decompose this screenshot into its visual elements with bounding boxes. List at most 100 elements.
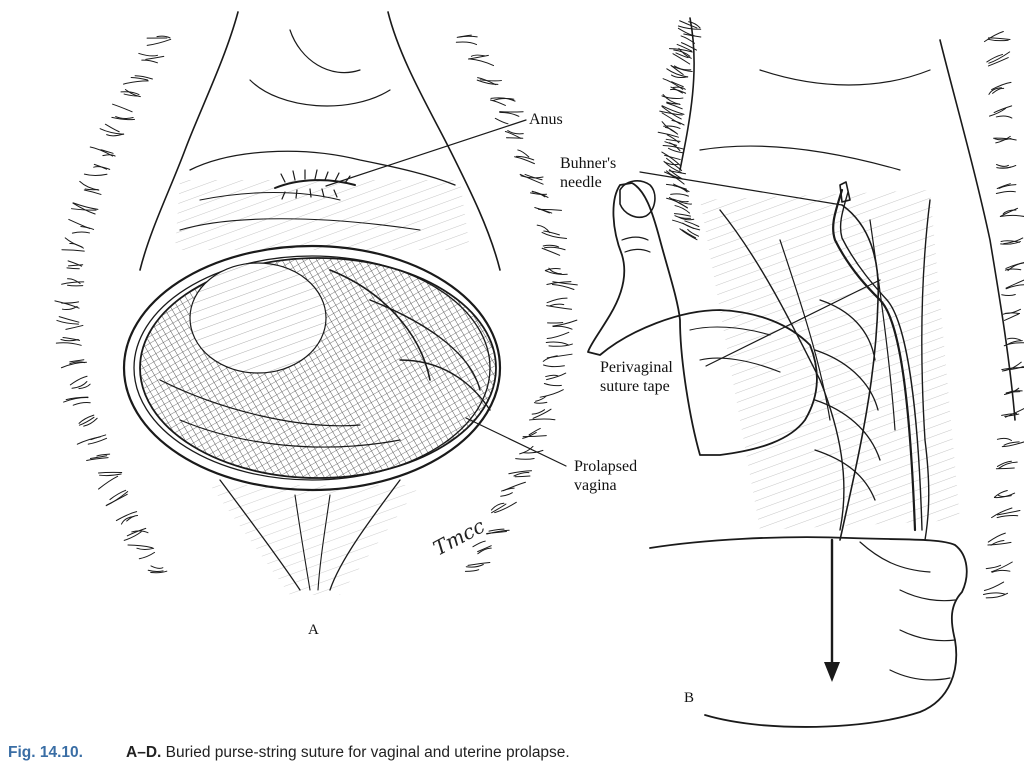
- hair-stroke: [993, 490, 1008, 498]
- panel-a-drawing: Tmcc: [54, 11, 578, 595]
- hair-stroke: [93, 163, 108, 170]
- hair-stroke: [504, 130, 522, 139]
- hair-stroke: [995, 190, 1016, 194]
- hair-stroke: [674, 215, 692, 219]
- hair-stroke: [991, 569, 1011, 573]
- traction-arrow: [824, 538, 840, 682]
- hair-stroke: [78, 383, 91, 390]
- hair-stroke: [996, 515, 1019, 519]
- hair-stroke: [477, 545, 492, 553]
- hair-stroke: [145, 55, 165, 60]
- hair-stroke: [673, 49, 691, 57]
- hair-stroke: [680, 42, 697, 51]
- hair-stroke: [1001, 412, 1018, 416]
- hair-stroke: [84, 188, 99, 191]
- hair-stroke: [112, 103, 133, 113]
- hair-stroke: [661, 151, 682, 167]
- hair-stroke: [1003, 342, 1024, 347]
- hair-stroke: [1001, 293, 1016, 297]
- hair-stroke: [529, 418, 556, 421]
- hair-stroke: [987, 57, 1009, 67]
- hair-stroke: [987, 541, 1012, 546]
- hair-stroke: [513, 472, 530, 477]
- hair-stroke: [486, 531, 507, 535]
- hair-stroke: [668, 48, 693, 53]
- hair-stroke: [544, 268, 561, 271]
- hair-stroke: [109, 489, 127, 501]
- hair-stroke: [997, 510, 1021, 516]
- hair-stroke: [79, 180, 100, 191]
- hair-stroke: [543, 364, 565, 368]
- hair-stroke: [988, 107, 1007, 117]
- label-buhners-line2: needle: [560, 174, 602, 191]
- hair-stroke: [69, 361, 86, 365]
- hair-stroke: [992, 87, 1005, 94]
- hair-stroke: [131, 530, 149, 534]
- hair-stroke: [514, 475, 531, 478]
- hair-stroke: [661, 95, 684, 99]
- hair-stroke: [72, 202, 99, 210]
- hair-stroke: [541, 247, 561, 256]
- hair-stroke: [76, 436, 101, 445]
- label-perivaginal-line1: Perivaginal: [600, 359, 673, 376]
- hair-stroke: [61, 301, 80, 304]
- hair-stroke: [673, 183, 687, 190]
- hair-stroke: [138, 551, 156, 560]
- hair-stroke: [126, 527, 147, 537]
- hair-stroke: [476, 79, 499, 85]
- hair-stroke: [60, 361, 87, 369]
- panel-label-b: B: [684, 690, 694, 706]
- hair-stroke: [134, 75, 153, 80]
- leader-line-anus: [325, 119, 527, 187]
- lower-hand: [649, 536, 968, 728]
- hair-stroke: [136, 547, 155, 551]
- hair-stroke: [98, 471, 123, 474]
- leader-line-perivaginal-tape: [705, 279, 881, 367]
- label-perivaginal-line2: suture tape: [600, 378, 670, 395]
- upper-hand: [587, 180, 818, 456]
- hair-stroke: [534, 206, 550, 214]
- hair-stroke: [62, 337, 81, 341]
- hair-stroke: [543, 230, 560, 236]
- hair-stroke: [688, 21, 701, 29]
- hair-stroke: [64, 237, 83, 248]
- hair-stroke: [138, 52, 159, 57]
- hair-stroke: [1006, 337, 1021, 341]
- hair-stroke: [522, 449, 544, 454]
- figure-caption: Fig. 14.10.A–D. Buried purse-string sutu…: [8, 744, 570, 762]
- hair-stroke: [668, 142, 681, 152]
- hair-stroke: [520, 175, 544, 179]
- hair-stroke: [1004, 407, 1024, 418]
- hair-stroke: [500, 492, 513, 497]
- hair-stroke: [997, 494, 1012, 497]
- panel-label-a: A: [308, 622, 319, 638]
- hair-stroke: [102, 154, 116, 157]
- hair-stroke: [69, 242, 84, 249]
- hair-stroke: [66, 267, 80, 270]
- hair-stroke: [83, 173, 108, 176]
- hair-stroke: [58, 316, 80, 323]
- hair-stroke: [544, 246, 566, 251]
- hair-stroke: [465, 564, 484, 568]
- hair-stroke: [98, 475, 119, 490]
- hair-stroke: [56, 319, 79, 325]
- hair-stroke: [1005, 391, 1021, 394]
- hair-stroke: [67, 264, 84, 267]
- hair-stroke: [1005, 284, 1024, 290]
- figure-caption-text: Buried purse-string suture for vaginal a…: [165, 744, 570, 761]
- hair-stroke: [522, 435, 547, 438]
- hair-stroke: [115, 116, 134, 119]
- hair-stroke: [983, 31, 1004, 43]
- hair-stroke: [666, 101, 680, 105]
- hair-stroke: [123, 531, 142, 541]
- hair-stroke: [662, 78, 684, 90]
- hair-stroke: [996, 183, 1011, 190]
- hair-stroke: [528, 427, 541, 436]
- hair-stroke: [664, 171, 685, 185]
- label-prolapsed-line1: Prolapsed: [574, 458, 637, 475]
- hair-stroke: [545, 341, 570, 346]
- figure-number: Fig. 14.10.: [8, 744, 83, 761]
- hair-stroke: [99, 473, 122, 477]
- hair-stroke: [677, 25, 702, 30]
- vaginal-folds: [814, 299, 881, 501]
